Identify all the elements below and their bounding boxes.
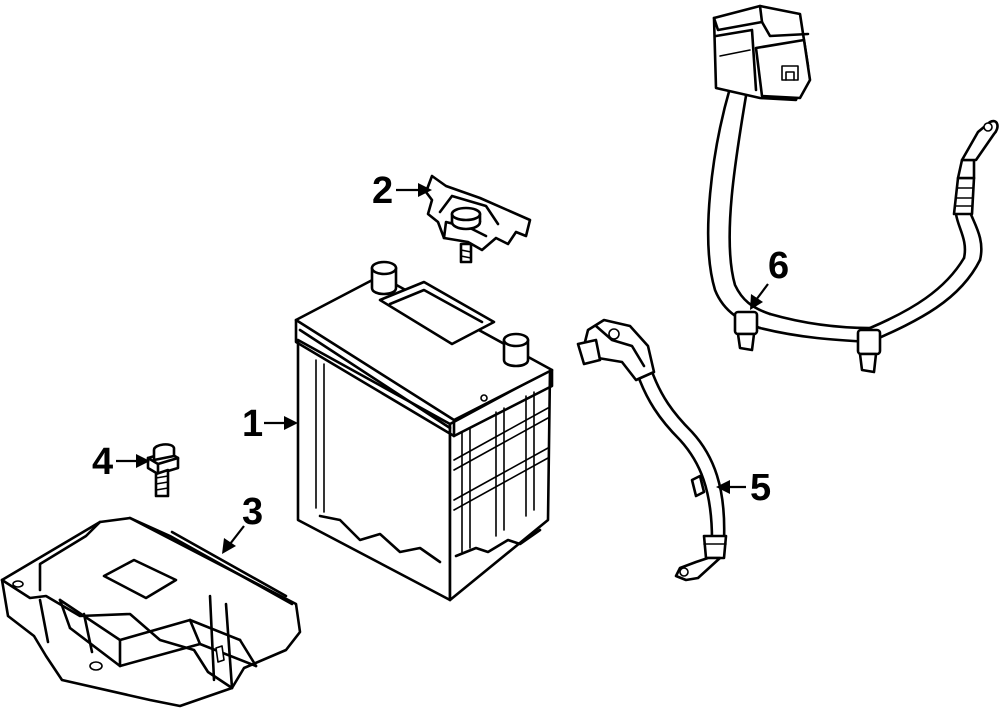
part-6-positive-cable[interactable] (706, 4, 999, 374)
callout-4-label: 4 (92, 441, 113, 483)
callout-1: 1 (242, 403, 298, 445)
callout-4: 4 (92, 441, 150, 483)
part-3-battery-tray[interactable] (0, 516, 302, 708)
part-4-bolt[interactable] (146, 443, 180, 498)
callout-6: 6 (750, 245, 789, 310)
callout-1-label: 1 (242, 403, 263, 445)
part-2-hold-down-clamp[interactable] (424, 174, 532, 264)
callout-5-label: 5 (750, 467, 771, 509)
part-1-battery[interactable] (294, 260, 554, 602)
part-5-negative-cable[interactable] (576, 318, 728, 582)
callout-3: 3 (222, 491, 263, 554)
callout-5: 5 (716, 467, 771, 509)
callout-2: 2 (372, 170, 432, 212)
callout-3-label: 3 (242, 491, 263, 533)
callout-6-label: 6 (768, 245, 789, 287)
callout-2-label: 2 (372, 170, 393, 212)
